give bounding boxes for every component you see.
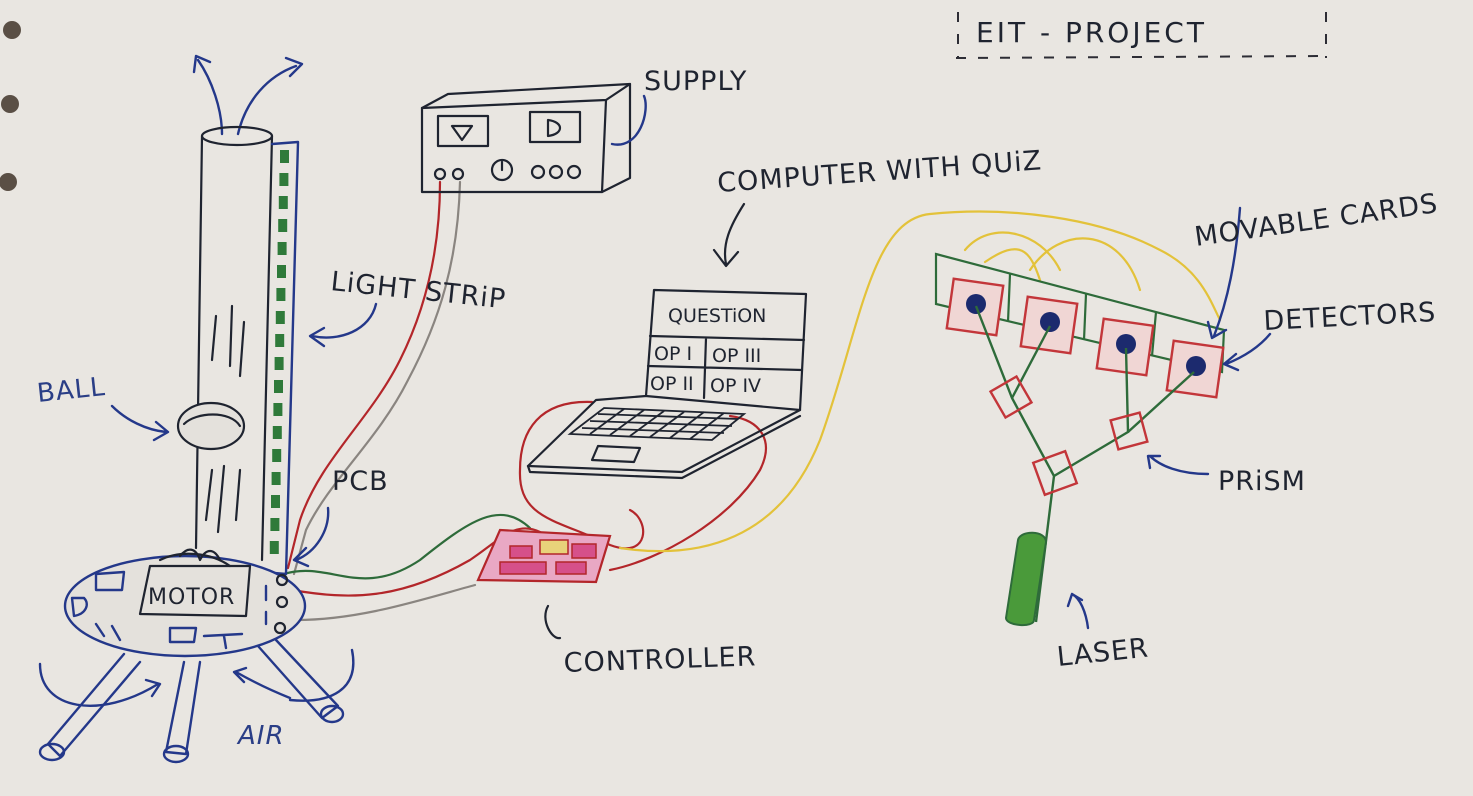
power-supply: [420, 82, 647, 194]
detector-sensor: [1116, 334, 1136, 354]
led-segment: [277, 265, 286, 278]
led-segment: [271, 495, 280, 508]
title-box: EIT - PROJECT: [955, 12, 1329, 59]
label-motor: MOTOR: [148, 585, 235, 610]
led-segment: [272, 426, 282, 439]
led-segment: [271, 472, 281, 485]
led-segment: [272, 449, 282, 462]
laptop: QUESTiON OP I OP III OP II OP IV: [526, 288, 808, 480]
led-segment: [279, 173, 289, 186]
led-segment: [275, 311, 285, 324]
label-pcb: PCB: [332, 466, 389, 497]
led-segment: [275, 334, 285, 347]
led-segment: [278, 219, 288, 232]
led-segment: [276, 288, 286, 301]
label-supply: SUPPLY: [644, 66, 747, 97]
led-segment: [270, 518, 280, 531]
label-ball: BALL: [36, 372, 107, 409]
project-title: EIT - PROJECT: [976, 16, 1207, 49]
label-movable-cards: MOVABLE CARDS: [1193, 188, 1440, 253]
label-air: AIR: [236, 721, 285, 751]
detector-card: [945, 277, 1005, 337]
led-segment: [269, 541, 279, 554]
label-controller: CONTROLLER: [563, 641, 757, 679]
label-prism: PRiSM: [1218, 466, 1306, 497]
detector-sensor: [1040, 312, 1060, 332]
led-segment: [273, 403, 283, 416]
screen-option-1: OP I: [654, 343, 692, 365]
led-segment: [274, 380, 283, 393]
wiring: [282, 180, 1222, 622]
label-computer: COMPUTER WITH QUiZ: [716, 145, 1043, 199]
led-segment: [278, 196, 288, 209]
label-light-strip: LiGHT STRiP: [329, 266, 507, 315]
base: MOTOR: [38, 506, 355, 764]
label-laser: LASER: [1055, 633, 1150, 673]
label-detectors: DETECTORS: [1263, 297, 1437, 337]
screen-option-4: OP IV: [710, 375, 761, 397]
controller-board: [476, 528, 612, 640]
arrow-computer: [712, 202, 746, 268]
detector-sensor: [1186, 356, 1206, 376]
led-segment: [274, 357, 284, 370]
ball-tube: [110, 54, 304, 562]
ball: [176, 401, 246, 451]
detector-sensor: [966, 294, 986, 314]
optics-setup: [934, 206, 1272, 630]
led-segment: [277, 242, 287, 255]
binder-holes: [0, 21, 21, 191]
detector-card: [1095, 317, 1155, 377]
led-segment: [280, 150, 289, 163]
detector-card: [1019, 295, 1079, 355]
screen-option-3: OP III: [712, 345, 761, 367]
screen-question: QUESTiON: [668, 305, 766, 327]
light-strip: [260, 140, 378, 576]
screen-option-2: OP II: [650, 373, 694, 395]
